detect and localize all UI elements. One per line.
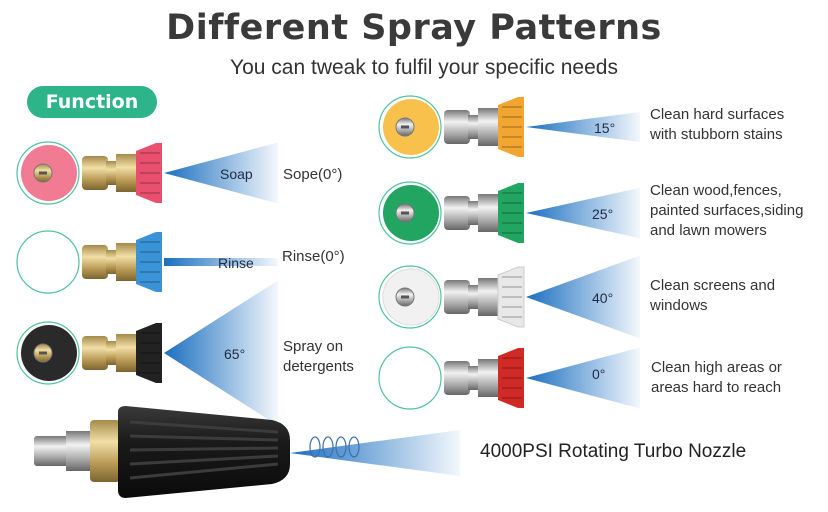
- turbo-grip-icon: [129, 446, 279, 452]
- nozzle: [378, 95, 640, 159]
- rotation-swirl-icon: [335, 436, 347, 458]
- page-subtitle: You can tweak to fulfil your specific ne…: [230, 56, 618, 79]
- rotation-swirl-icon: [309, 436, 321, 458]
- turbo-connector-icon: [34, 436, 68, 466]
- connector-collar-icon: [478, 194, 498, 232]
- tip-label-15: 15°: [594, 120, 616, 136]
- tip-face-outline-icon: [16, 230, 80, 294]
- rotation-swirl-icon: [348, 436, 360, 458]
- spray-cone-icon: [526, 111, 640, 143]
- desc-0: Clean high areas or areas hard to reach: [651, 359, 782, 396]
- desc-25: Clean wood,fences, painted surfaces,sidi…: [650, 182, 804, 239]
- nozzle: [378, 255, 640, 339]
- color-cap-icon: [498, 183, 524, 243]
- turbo-grip-icon: [129, 434, 279, 442]
- color-cap-icon: [136, 323, 162, 383]
- connector-collar-icon: [478, 108, 498, 146]
- connector-icon: [82, 156, 108, 190]
- tip-label-25: 25°: [592, 206, 614, 222]
- tip-face-outline-icon: [378, 346, 442, 410]
- connector-neck-icon: [106, 250, 118, 274]
- turbo-spray-icon: [290, 430, 460, 476]
- connector-collar-icon: [116, 154, 136, 192]
- connector-neck-icon: [468, 366, 480, 390]
- spray-cone-icon: [526, 187, 640, 239]
- connector-icon: [82, 336, 108, 370]
- function-badge: Function: [27, 86, 157, 118]
- connector-collar-icon: [116, 334, 136, 372]
- page-title: Different Spray Patterns: [166, 8, 662, 48]
- color-cap-icon: [498, 348, 524, 408]
- orifice-slot-icon: [401, 125, 409, 129]
- turbo-grip-icon: [129, 462, 279, 480]
- orifice-slot-icon: [39, 171, 47, 175]
- color-cap-icon: [136, 143, 162, 203]
- desc-40: Clean screens and windows: [650, 277, 776, 314]
- connector-icon: [444, 110, 470, 144]
- connector-neck-icon: [468, 285, 480, 309]
- nozzle: [378, 346, 640, 410]
- tip-label-soap: Soap: [220, 166, 253, 182]
- desc-15: Clean hard surfaces with stubborn stains: [650, 106, 785, 143]
- orifice-slot-icon: [39, 351, 47, 355]
- desc-65: Spray on detergents: [283, 338, 354, 375]
- turbo-body-icon: [118, 406, 290, 498]
- connector-collar-icon: [478, 359, 498, 397]
- connector-icon: [444, 196, 470, 230]
- tip-label-40: 40°: [592, 290, 614, 306]
- turbo-grip-icon: [129, 454, 279, 466]
- desc-soap: Sope(0°): [283, 166, 343, 183]
- nozzle: [378, 181, 640, 245]
- connector-icon: [444, 280, 470, 314]
- color-cap-icon: [497, 266, 525, 328]
- connector-neck-icon: [468, 201, 480, 225]
- desc-rinse: Rinse(0°): [282, 248, 345, 265]
- tip-label-65: 65°: [224, 346, 246, 362]
- connector-neck-icon: [106, 341, 118, 365]
- spray-jet-icon: [164, 258, 278, 266]
- connector-collar-icon: [478, 278, 498, 316]
- turbo-nozzle-label: 4000PSI Rotating Turbo Nozzle: [480, 441, 747, 462]
- nozzle: [16, 230, 278, 294]
- connector-neck-icon: [106, 161, 118, 185]
- color-cap-icon: [136, 232, 162, 292]
- connector-neck-icon: [468, 115, 480, 139]
- spray-cone-icon: [526, 255, 640, 339]
- orifice-slot-icon: [401, 295, 409, 299]
- spray-cone-icon: [164, 142, 278, 204]
- orifice-slot-icon: [401, 211, 409, 215]
- connector-icon: [444, 361, 470, 395]
- nozzle: [16, 141, 278, 205]
- rotation-swirl-icon: [322, 436, 334, 458]
- turbo-brass-ring-icon: [90, 420, 120, 482]
- connector-collar-icon: [116, 243, 136, 281]
- turbo-nozzle-icon: [34, 406, 460, 498]
- spray-cone-icon: [526, 347, 640, 409]
- connector-icon: [82, 245, 108, 279]
- nozzle: [16, 280, 278, 426]
- spray-cone-icon: [164, 280, 278, 426]
- tip-label-rinse: Rinse: [218, 255, 254, 271]
- tip-label-0: 0°: [592, 366, 606, 382]
- turbo-hex-icon: [66, 431, 92, 471]
- color-cap-icon: [498, 97, 524, 157]
- turbo-grip-icon: [129, 420, 279, 434]
